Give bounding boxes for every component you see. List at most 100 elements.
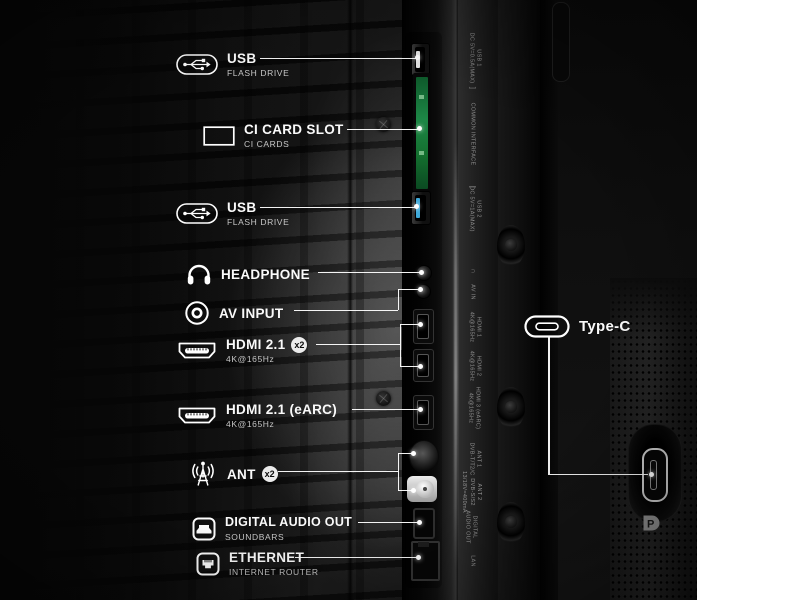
headphone-callout: HEADPHONE	[186, 262, 310, 286]
av-input-callout: AV INPUT	[184, 300, 283, 326]
hdmi-earc-callout: HDMI 2.1 (eARC) 4K@165Hz	[177, 401, 337, 430]
callout-line-headphone	[318, 271, 421, 273]
callout-dot	[416, 554, 421, 560]
callout-dot	[418, 286, 423, 292]
callout-line-av	[294, 309, 398, 311]
hdmi-port-slot	[417, 400, 429, 425]
callout-dot	[418, 363, 423, 369]
screw-icon	[376, 117, 391, 132]
headphone-jack-port	[416, 265, 432, 281]
ethernet-icon	[196, 552, 220, 576]
type-c-callout: Type-C	[524, 315, 631, 338]
headphone-label: HEADPHONE	[221, 266, 310, 283]
svg-text:P: P	[647, 519, 654, 531]
usb-icon	[176, 203, 218, 224]
callout-dot	[419, 269, 424, 275]
white-margin	[697, 0, 800, 600]
hdmi-earc-label: HDMI 2.1 (eARC)	[226, 401, 337, 418]
callout-line-spdif	[358, 521, 420, 523]
strip-edge-highlight	[454, 140, 458, 570]
callout-line-hdmi	[316, 343, 400, 345]
usb1-sublabel: FLASH DRIVE	[227, 68, 289, 79]
hdmi-icon	[177, 340, 217, 361]
ethernet-label: ETHERNET	[229, 549, 304, 566]
ethernet-port	[411, 541, 440, 581]
panel-label-strip	[458, 0, 498, 600]
hdmi-label: HDMI 2.1	[226, 336, 285, 353]
usb1-callout: USB FLASH DRIVE	[176, 50, 289, 79]
ant-label: ANT	[227, 466, 256, 483]
panel-fold-edge	[347, 0, 353, 600]
digital-audio-label: DIGITAL AUDIO OUT	[225, 514, 352, 531]
ant1-port	[409, 440, 439, 473]
usb2-callout: USB FLASH DRIVE	[176, 199, 289, 228]
pcb-chip	[419, 151, 424, 155]
callout-line-av-stub	[398, 288, 420, 290]
callout-line-hdmi1-stub	[400, 323, 420, 325]
callout-dot	[418, 406, 423, 412]
texture-shadow	[0, 0, 412, 600]
ci-card-label: CI CARD SLOT	[244, 121, 344, 138]
callout-dot	[418, 321, 423, 327]
grommet	[497, 225, 525, 267]
type-c-label: Type-C	[579, 318, 631, 335]
panel-seam	[540, 0, 558, 600]
grommet	[497, 502, 525, 544]
screw-icon	[505, 239, 517, 251]
callout-line-usb2	[260, 206, 416, 208]
callout-dot	[414, 204, 419, 209]
ci-card-slot-port	[416, 77, 428, 189]
usb1-label: USB	[227, 50, 256, 67]
callout-line-ant2-stub	[398, 489, 415, 491]
ci-card-callout: CI CARD SLOT CI CARDS	[203, 121, 344, 150]
screw-icon	[505, 516, 517, 528]
hdmi-earc-sublabel: 4K@165Hz	[226, 419, 337, 430]
callout-dot	[411, 487, 416, 493]
usb2-sublabel: FLASH DRIVE	[227, 217, 289, 228]
callout-line-typec-v	[548, 337, 550, 474]
type-c-icon	[524, 315, 570, 338]
lan-port-tab	[418, 542, 429, 547]
hdmi-x2-badge: x2	[291, 336, 308, 353]
screw-icon	[376, 391, 391, 406]
ethernet-sublabel: INTERNET ROUTER	[229, 567, 319, 578]
callout-dot	[411, 450, 416, 456]
callout-line-ant-bracket	[397, 453, 399, 491]
ant-callout: ANT x2	[188, 458, 278, 490]
ethernet-callout: ETHERNET INTERNET ROUTER	[196, 549, 319, 578]
callout-dot	[417, 126, 422, 131]
callout-line-ci	[347, 128, 419, 130]
av-jack-icon	[184, 300, 210, 326]
ant-connector-pin	[423, 487, 427, 491]
usb-port-slot	[415, 195, 426, 221]
digital-audio-out-port	[413, 508, 435, 539]
callout-line-hdmi2-stub	[400, 365, 420, 367]
callout-dot	[649, 471, 654, 477]
speaker-grille-shadow	[610, 278, 697, 338]
digital-audio-sublabel: SOUNDBARS	[225, 532, 352, 543]
vignette	[0, 0, 697, 600]
tv-side-panel-photo: P	[0, 0, 697, 600]
hdmi-callout: HDMI 2.1 x2 4K@165Hz	[177, 336, 308, 365]
callout-line-earc	[352, 408, 420, 410]
callout-line-ethernet	[295, 556, 419, 558]
av-input-label: AV INPUT	[219, 305, 283, 322]
screw-icon	[505, 401, 517, 413]
vent-slot	[552, 2, 570, 82]
callout-line-av-elbow	[397, 289, 399, 310]
hdmi3-port	[413, 395, 434, 430]
callout-line-usb1	[260, 57, 417, 59]
callout-dot	[415, 55, 420, 60]
hdmi-icon	[177, 405, 217, 426]
callout-dot	[417, 519, 422, 525]
usb-port-slot	[415, 47, 425, 72]
antenna-icon	[188, 458, 218, 490]
callout-line-hdmi-bracket	[399, 324, 401, 367]
hdmi-sublabel: 4K@165Hz	[226, 354, 307, 365]
card-icon	[203, 125, 235, 146]
grommet	[497, 387, 525, 429]
usb2-label: USB	[227, 199, 256, 216]
displayport-logo: P	[643, 515, 660, 531]
usb-icon	[176, 54, 218, 75]
